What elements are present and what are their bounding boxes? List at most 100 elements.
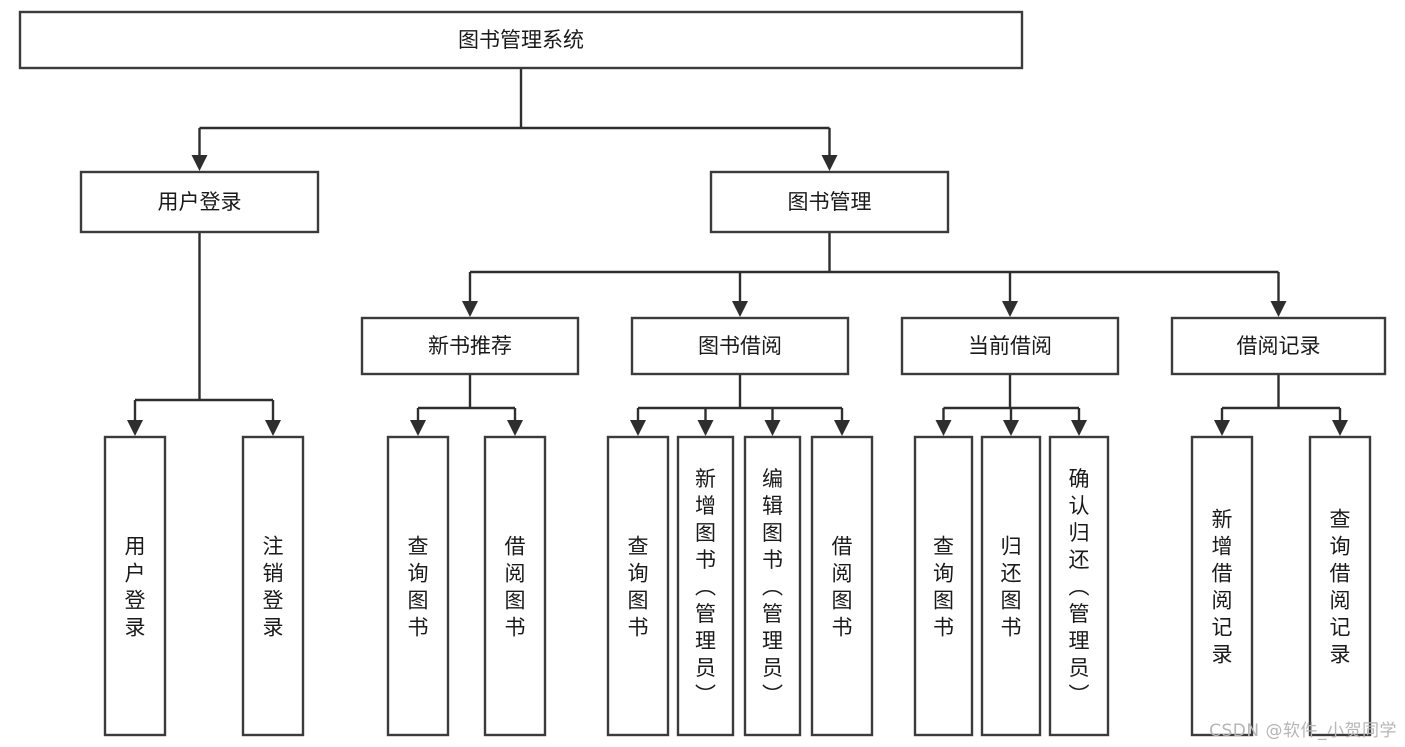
label-char: ︶	[1069, 683, 1090, 707]
label-char: 查	[933, 535, 954, 559]
node-box-leaf-bb-edit[interactable]	[743, 435, 802, 737]
node-user-login[interactable]: 用户登录	[79, 170, 320, 234]
arrow-head-borrow-record	[1270, 301, 1287, 317]
node-box-new-book[interactable]	[360, 316, 580, 376]
node-label-leaf-bb-query: 查询图书	[628, 535, 649, 640]
edge-group-book-manage	[462, 232, 1287, 317]
label-char: 图	[832, 589, 853, 613]
label-char: ︵	[1069, 575, 1090, 599]
node-box-leaf-bb-query[interactable]	[606, 435, 670, 737]
label-char: 询	[933, 562, 954, 586]
label-char: 书	[933, 616, 954, 640]
label-char: 管	[762, 602, 783, 626]
node-box-current-borrow[interactable]	[900, 316, 1120, 376]
label-char: 阅	[832, 562, 853, 586]
label-char: 询	[408, 562, 429, 586]
label-char: 询	[628, 562, 649, 586]
arrow-head-leaf-br-query	[1332, 420, 1348, 436]
node-leaf-bb-borrow[interactable]: 借阅图书	[810, 435, 874, 737]
node-label-leaf-nb-borrow: 借阅图书	[505, 535, 526, 640]
node-label-leaf-bb-borrow: 借阅图书	[832, 535, 853, 640]
node-borrow-record[interactable]: 借阅记录	[1170, 316, 1387, 376]
node-book-manage[interactable]: 图书管理	[709, 170, 950, 234]
label-char: 员	[695, 656, 716, 680]
node-box-leaf-br-query[interactable]	[1308, 435, 1372, 737]
node-box-leaf-nb-query[interactable]	[386, 435, 450, 737]
arrow-head-leaf-cb-return	[1003, 420, 1019, 436]
label-char: 新	[695, 467, 716, 491]
label-char: 记	[1212, 616, 1233, 640]
node-leaf-logout[interactable]: 注销登录	[241, 435, 305, 737]
node-leaf-nb-borrow[interactable]: 借阅图书	[483, 435, 547, 737]
node-leaf-br-add[interactable]: 新增借阅记录	[1190, 435, 1254, 737]
node-new-book[interactable]: 新书推荐	[360, 316, 580, 376]
node-leaf-cb-confirm[interactable]: 确认归还︵管理员︶	[1048, 435, 1110, 737]
label-char: 登	[263, 589, 284, 613]
arrow-head-current-borrow	[1002, 301, 1018, 317]
arrow-head-leaf-bb-add	[697, 420, 714, 436]
node-leaf-cb-query[interactable]: 查询图书	[913, 435, 974, 737]
node-root[interactable]: 图书管理系统	[18, 10, 1024, 70]
node-leaf-bb-edit[interactable]: 编辑图书︵管理员︶	[743, 435, 802, 737]
node-label-current-borrow: 当前借阅	[968, 334, 1052, 358]
node-box-leaf-nb-borrow[interactable]	[483, 435, 547, 737]
label-char: 书	[695, 548, 716, 572]
node-label-root: 图书管理系统	[458, 28, 584, 52]
label-char: 借	[1330, 562, 1351, 586]
diagram-nodes-layer: 图书管理系统用户登录图书管理新书推荐图书借阅当前借阅借阅记录用户登录注销登录查询…	[18, 10, 1387, 737]
node-box-leaf-cb-query[interactable]	[913, 435, 974, 737]
label-char: 书	[628, 616, 649, 640]
label-char: 户	[125, 562, 146, 586]
label-char: 借	[832, 535, 853, 559]
arrow-head-leaf-cb-query	[935, 420, 952, 436]
label-char: 还	[1069, 548, 1090, 572]
node-label-leaf-bb-add: 新增图书︵管理员︶	[695, 467, 716, 707]
node-box-root[interactable]	[18, 10, 1024, 70]
node-box-leaf-user-login[interactable]	[103, 435, 167, 737]
node-label-book-borrow: 图书借阅	[698, 334, 782, 358]
label-char: 理	[695, 629, 716, 653]
label-char: 增	[695, 494, 716, 518]
label-char: 认	[1069, 494, 1090, 518]
node-box-leaf-br-add[interactable]	[1190, 435, 1254, 737]
edge-group-new-book	[410, 374, 523, 436]
node-box-leaf-bb-add[interactable]	[676, 435, 735, 737]
node-box-leaf-cb-return[interactable]	[980, 435, 1042, 737]
node-box-leaf-logout[interactable]	[241, 435, 305, 737]
arrow-head-leaf-bb-borrow	[834, 420, 850, 436]
node-label-leaf-cb-return: 归还图书	[1001, 535, 1022, 640]
node-leaf-nb-query[interactable]: 查询图书	[386, 435, 450, 737]
label-char: 阅	[505, 562, 526, 586]
label-char: 员	[762, 656, 783, 680]
node-leaf-bb-query[interactable]: 查询图书	[606, 435, 670, 737]
arrow-head-leaf-bb-query	[630, 420, 646, 436]
node-box-leaf-bb-borrow[interactable]	[810, 435, 874, 737]
label-char: 图	[933, 589, 954, 613]
label-char: 归	[1069, 521, 1090, 545]
node-leaf-bb-add[interactable]: 新增图书︵管理员︶	[676, 435, 735, 737]
connector-edges-layer	[127, 68, 1348, 436]
edge-group-borrow-record	[1214, 374, 1348, 436]
arrow-head-leaf-br-add	[1214, 420, 1230, 436]
label-char: 理	[762, 629, 783, 653]
node-leaf-cb-return[interactable]: 归还图书	[980, 435, 1042, 737]
node-current-borrow[interactable]: 当前借阅	[900, 316, 1120, 376]
label-char: 新	[1212, 508, 1233, 532]
node-label-leaf-nb-query: 查询图书	[408, 535, 429, 640]
node-box-user-login[interactable]	[79, 170, 320, 234]
label-char: 书	[505, 616, 526, 640]
node-leaf-user-login[interactable]: 用户登录	[103, 435, 167, 737]
label-char: 询	[1330, 535, 1351, 559]
node-box-leaf-cb-confirm[interactable]	[1048, 435, 1110, 737]
node-book-borrow[interactable]: 图书借阅	[630, 316, 850, 376]
node-box-book-borrow[interactable]	[630, 316, 850, 376]
node-box-book-manage[interactable]	[709, 170, 950, 234]
label-char: ︵	[762, 575, 783, 599]
node-box-borrow-record[interactable]	[1170, 316, 1387, 376]
label-char: 编	[762, 467, 783, 491]
node-label-user-login: 用户登录	[158, 190, 242, 214]
arrow-head-leaf-bb-edit	[764, 420, 781, 436]
label-char: ︶	[762, 683, 783, 707]
label-char: 图	[408, 589, 429, 613]
node-leaf-br-query[interactable]: 查询借阅记录	[1308, 435, 1372, 737]
